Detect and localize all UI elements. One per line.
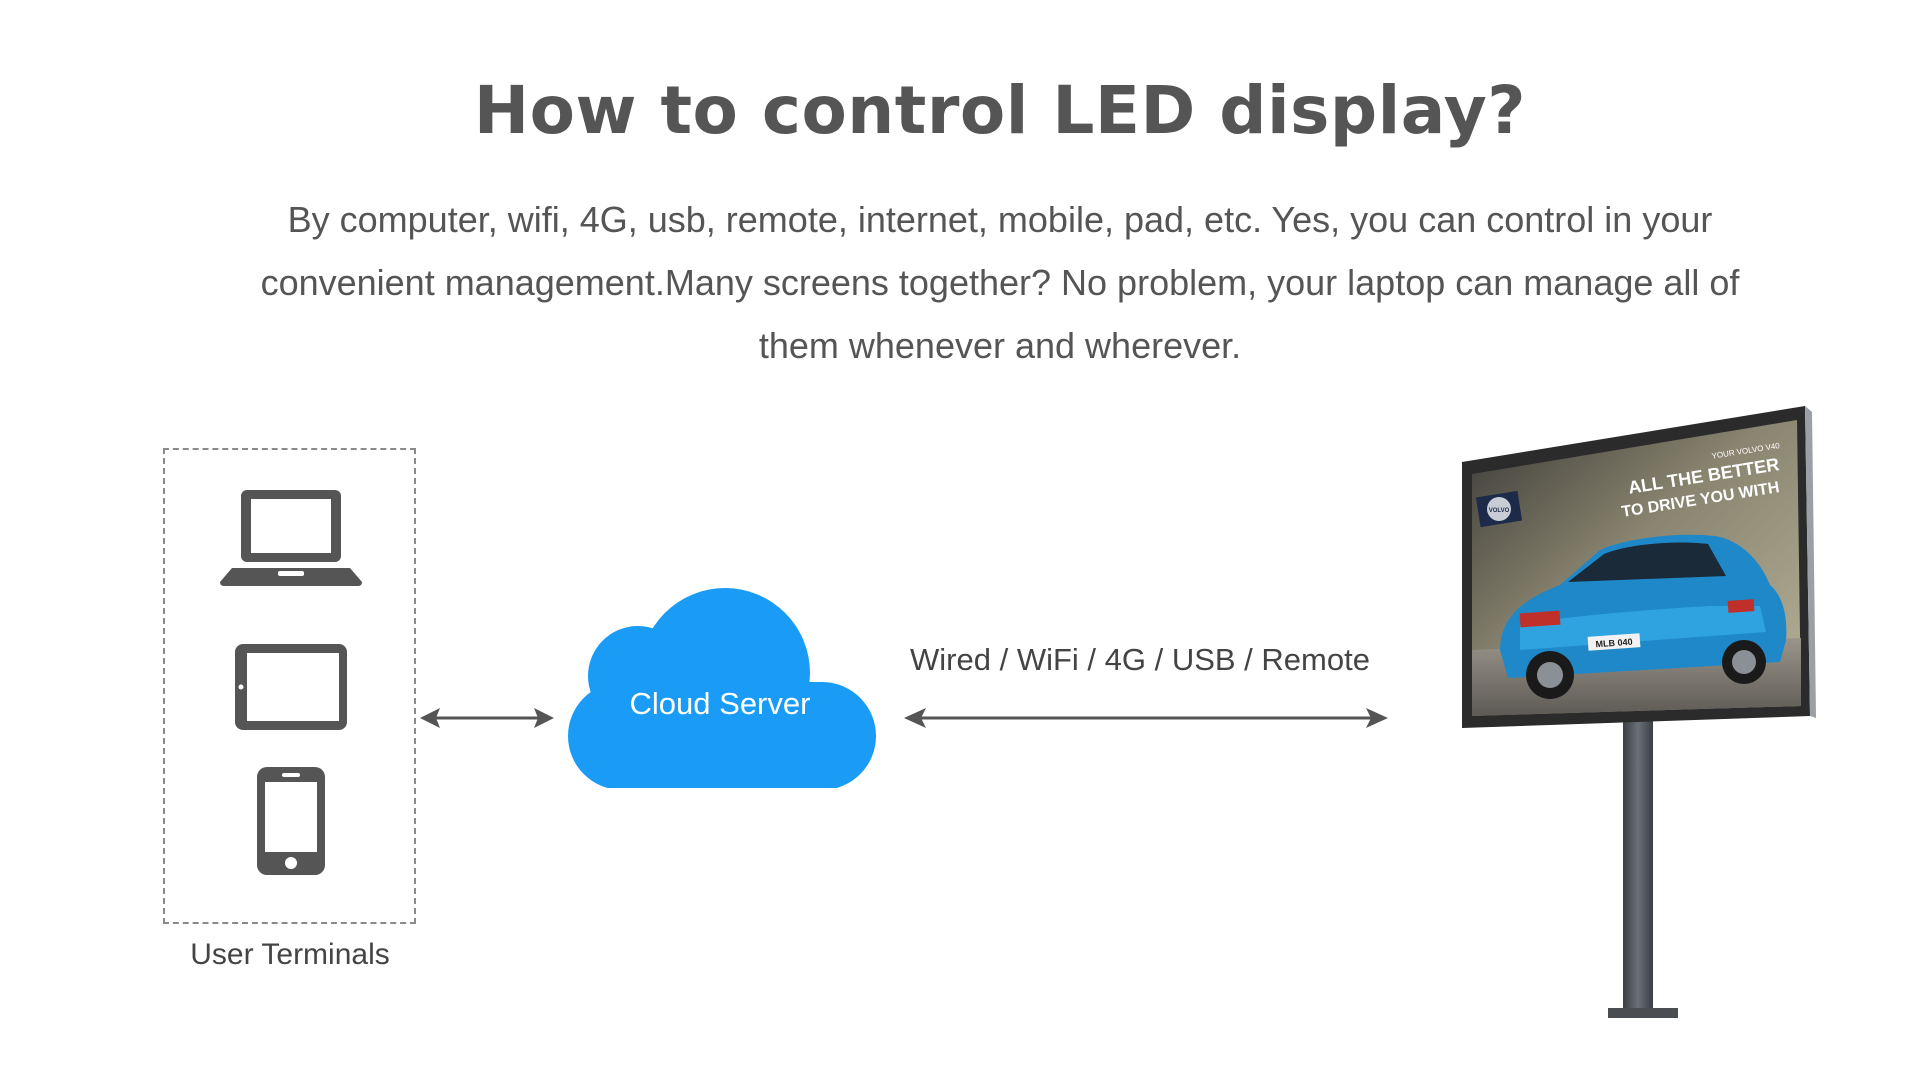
cloud-billboard-arrow	[904, 706, 1388, 735]
phone-icon	[255, 765, 327, 882]
laptop-icon	[218, 488, 364, 593]
page-title: How to control LED display?	[473, 72, 1527, 149]
user-terminals-group	[163, 448, 416, 924]
billboard-brand-text: VOLVO	[1489, 508, 1510, 514]
license-plate-text: MLB 040	[1595, 637, 1633, 650]
page-description: By computer, wifi, 4G, usb, remote, inte…	[260, 199, 1740, 366]
connection-methods-label: Wired / WiFi / 4G / USB / Remote	[910, 642, 1370, 677]
user-terminals-label: User Terminals	[190, 938, 390, 971]
tablet-icon	[233, 642, 349, 737]
license-plate	[1587, 633, 1641, 651]
terminals-cloud-arrow	[420, 706, 554, 735]
cloud-server-label: Cloud Server	[629, 686, 811, 721]
cloud-server-icon	[560, 578, 890, 793]
brand-logo-icon	[1487, 497, 1511, 521]
led-billboard-image: YOUR VOLVO V40 ALL THE BETTER TO DRIVE Y…	[1460, 400, 1830, 1035]
